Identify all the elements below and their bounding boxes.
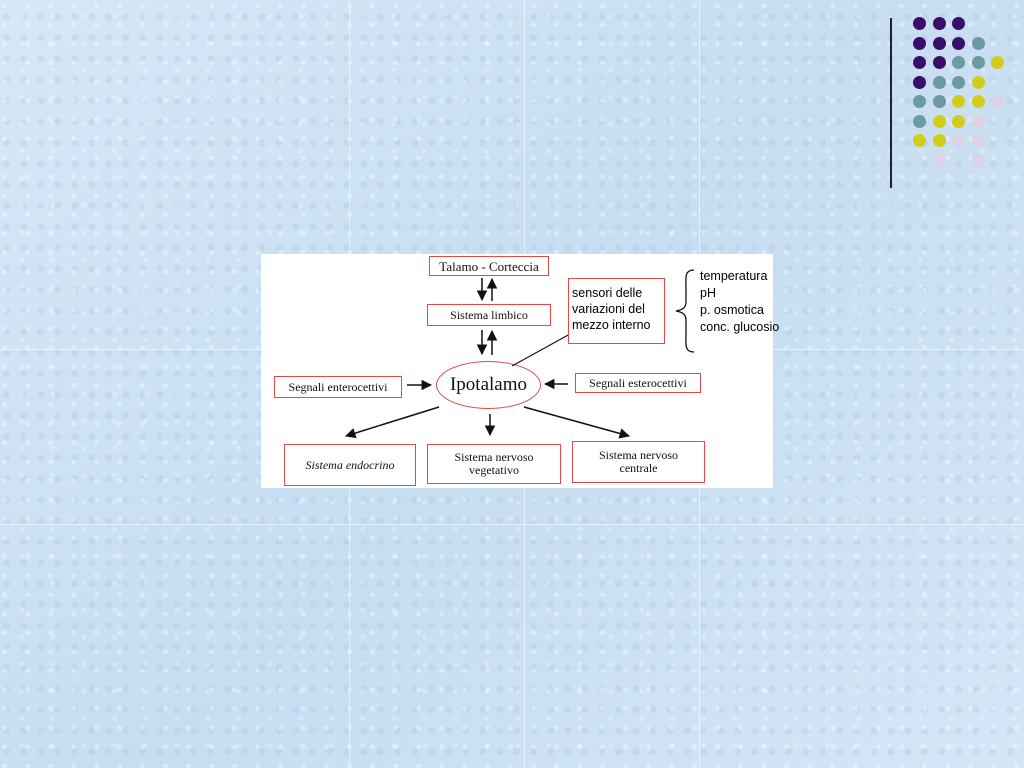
arrow-centrale [523, 406, 631, 439]
decor-dot [952, 75, 965, 89]
node-segnali-esterocettivi: Segnali esterocettivi [575, 373, 701, 393]
node-centrale-line-1: Sistema nervoso [599, 448, 678, 462]
node-vegetativo-line-1: Sistema nervoso [454, 450, 534, 464]
node-centrale-line-2: centrale [619, 461, 658, 475]
node-sistema-limbico: Sistema limbico [427, 304, 551, 326]
node-vegetativo-line-2: vegetativo [469, 463, 519, 477]
parameter-temperatura: temperatura [700, 269, 768, 283]
decor-dot [932, 36, 946, 50]
decor-dot [952, 114, 965, 128]
decor-dot [971, 75, 985, 89]
parameter-ph: pH [700, 286, 716, 300]
decor-dot [971, 36, 985, 50]
decor-dot [971, 114, 985, 128]
sensor-line-3: mezzo interno [572, 318, 651, 332]
decor-dot [913, 75, 926, 89]
decor-dot [932, 56, 946, 69]
decor-dot [952, 56, 965, 69]
arrow-layer [344, 277, 631, 439]
decor-dot [932, 75, 946, 89]
decor-dot [952, 134, 965, 147]
decor-dot [952, 17, 965, 30]
decor-vertical-rule [890, 18, 892, 188]
node-sistema-nervoso-vegetativo: Sistema nervoso vegetativo [427, 444, 561, 484]
arrow-endocrino [344, 406, 440, 439]
decor-dot [971, 56, 985, 69]
decor-dot [913, 56, 926, 69]
decor-dot [971, 134, 985, 147]
decor-dot [952, 95, 965, 108]
diagram-panel: Talamo - Corteccia Sistema limbico Ipota… [261, 254, 773, 488]
node-talamo-corteccia: Talamo - Corteccia [429, 256, 549, 276]
node-sistema-endocrino: Sistema endocrino [284, 444, 416, 486]
node-sistema-nervoso-centrale: Sistema nervoso centrale [572, 441, 705, 483]
parameters-list: temperatura pH p. osmotica conc. glucosi… [700, 268, 779, 336]
node-ipotalamo: Ipotalamo [436, 361, 541, 409]
decor-dot [913, 36, 926, 50]
sensor-box: sensori delle variazioni del mezzo inter… [568, 278, 665, 344]
decor-dot [913, 134, 926, 147]
decor-dot [913, 114, 926, 128]
sensor-line-2: variazioni del [572, 302, 645, 316]
node-segnali-enterocettivi: Segnali enterocettivi [274, 376, 402, 398]
decor-dot [971, 95, 985, 108]
parameter-glucosio: conc. glucosio [700, 320, 780, 334]
sensor-line-1: sensori delle [572, 286, 643, 300]
decor-dot [971, 153, 985, 167]
decor-dot [913, 95, 926, 108]
decor-dot [932, 134, 946, 147]
decor-dot [952, 36, 965, 50]
decor-dot [932, 17, 946, 30]
curly-brace-icon [675, 269, 695, 353]
decor-dot [932, 95, 946, 108]
decor-dot [932, 153, 946, 167]
decor-dot [991, 95, 1004, 108]
decor-dot [913, 17, 926, 30]
decor-dot [932, 114, 946, 128]
decor-dot [991, 56, 1004, 69]
parameter-osmotica: p. osmotica [700, 303, 764, 317]
